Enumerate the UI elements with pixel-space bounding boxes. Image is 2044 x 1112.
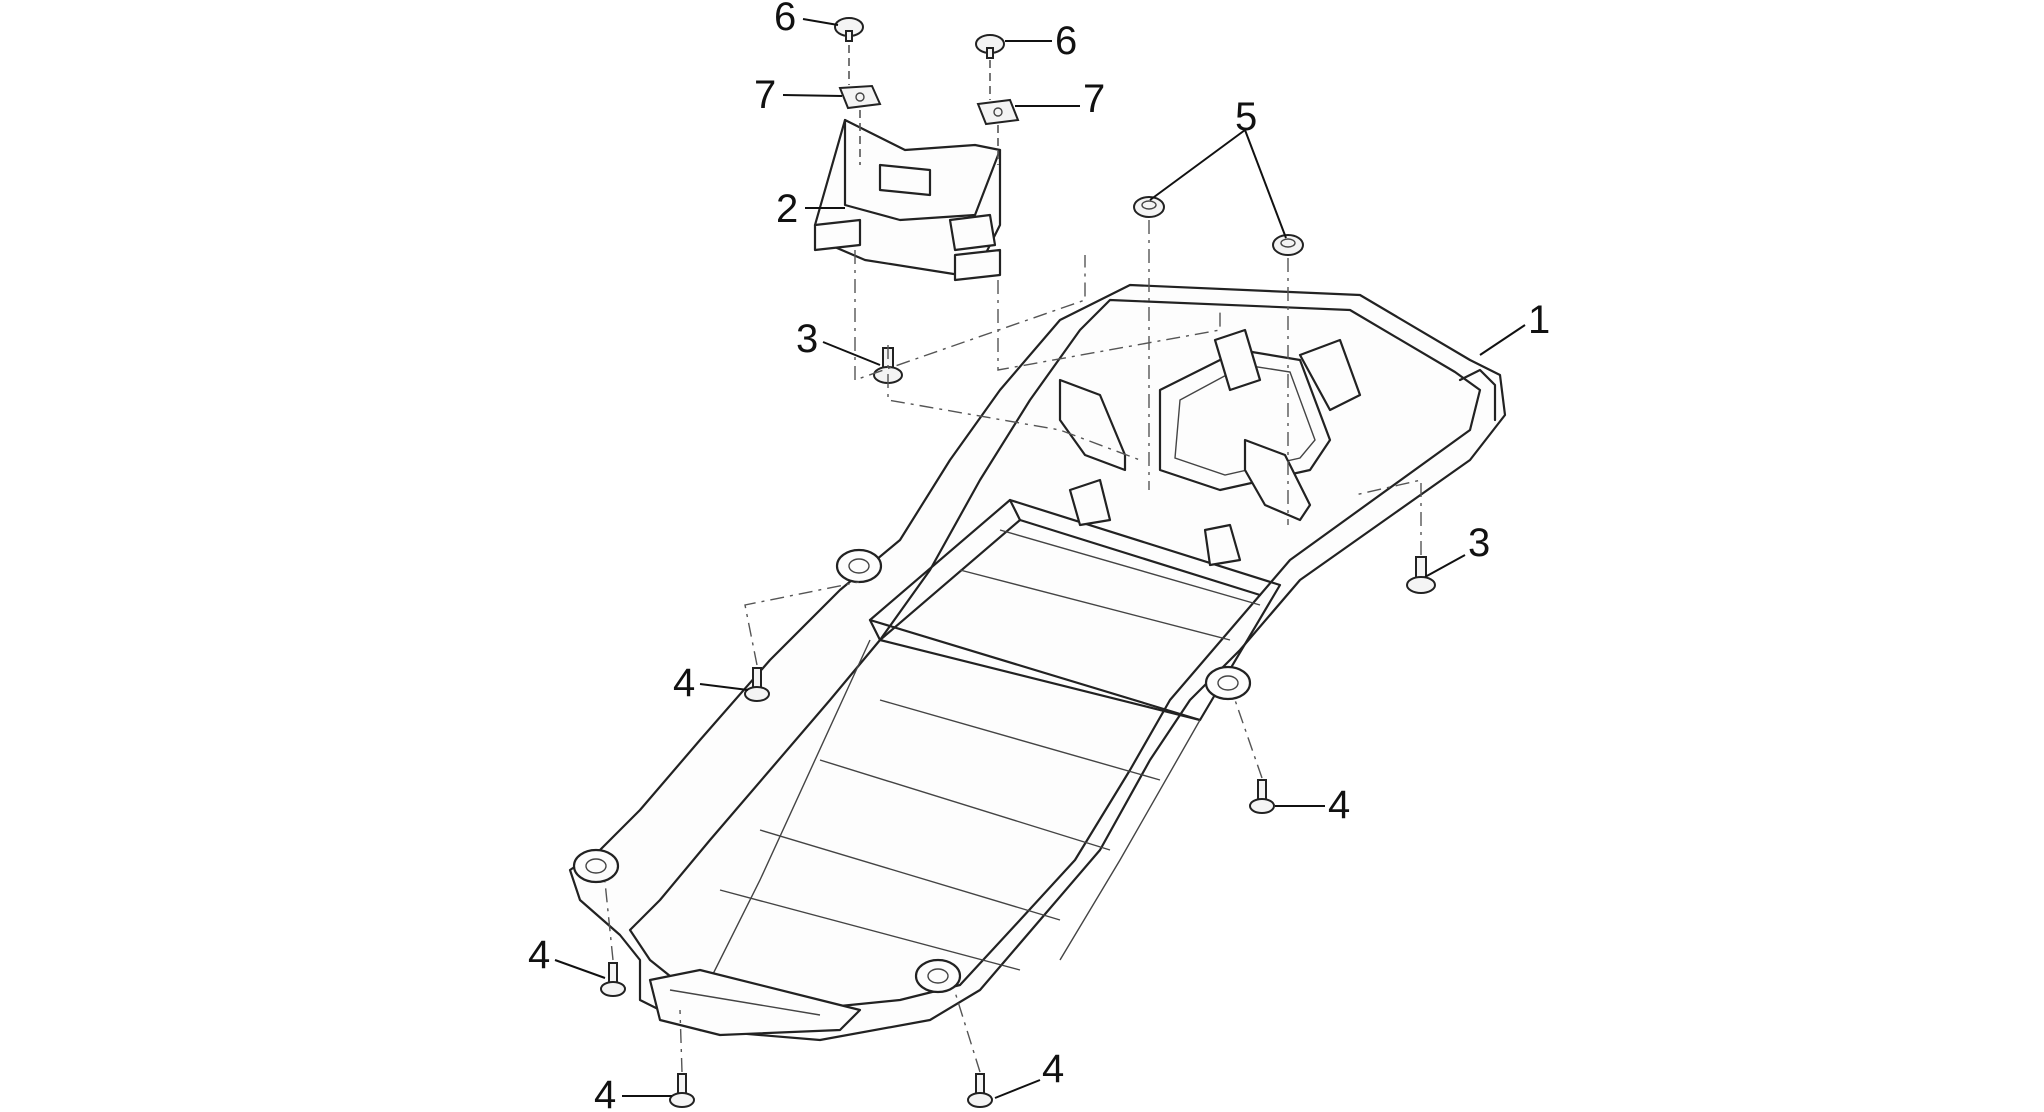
callout-4-e: 4	[1042, 1047, 1064, 1091]
assembly-lines	[604, 45, 1422, 1073]
part-1-undertray	[568, 283, 1507, 1042]
part-7-clip-left	[838, 84, 882, 110]
part-7-clip-right	[976, 98, 1020, 126]
part-4-screw-1	[744, 667, 770, 702]
callout-6-left: 6	[774, 0, 796, 39]
callout-2: 2	[776, 187, 798, 231]
part-2-bracket	[813, 118, 1002, 282]
callout-6-right: 6	[1055, 19, 1077, 63]
part-3-screw-right	[1406, 556, 1436, 594]
part-4-screw-5	[967, 1073, 993, 1108]
callout-4-d: 4	[594, 1073, 616, 1112]
part-5-nut-left	[1133, 196, 1165, 218]
callout-3-left: 3	[796, 317, 818, 361]
callout-7-right: 7	[1083, 77, 1105, 121]
callout-4-a: 4	[673, 661, 695, 705]
callout-4-c: 4	[528, 933, 550, 977]
part-4-screw-2	[1249, 779, 1275, 814]
part-4-screw-4	[669, 1073, 695, 1108]
callout-4-b: 4	[1328, 783, 1350, 827]
part-6-screw-left	[834, 17, 864, 42]
callout-labels: 1 2 3 3 4 4 4 4 4 5 6 6 7 7	[528, 0, 1550, 1112]
part-6-screw-right	[975, 34, 1005, 59]
callout-3-right: 3	[1468, 521, 1490, 565]
part-5-nut-right	[1272, 234, 1304, 256]
mounting-bosses	[572, 548, 1252, 994]
callout-7-left: 7	[754, 73, 776, 117]
part-4-screw-3	[600, 962, 626, 997]
callout-1: 1	[1528, 298, 1550, 342]
leader-lines	[554, 18, 1526, 1099]
callout-5: 5	[1235, 95, 1257, 139]
